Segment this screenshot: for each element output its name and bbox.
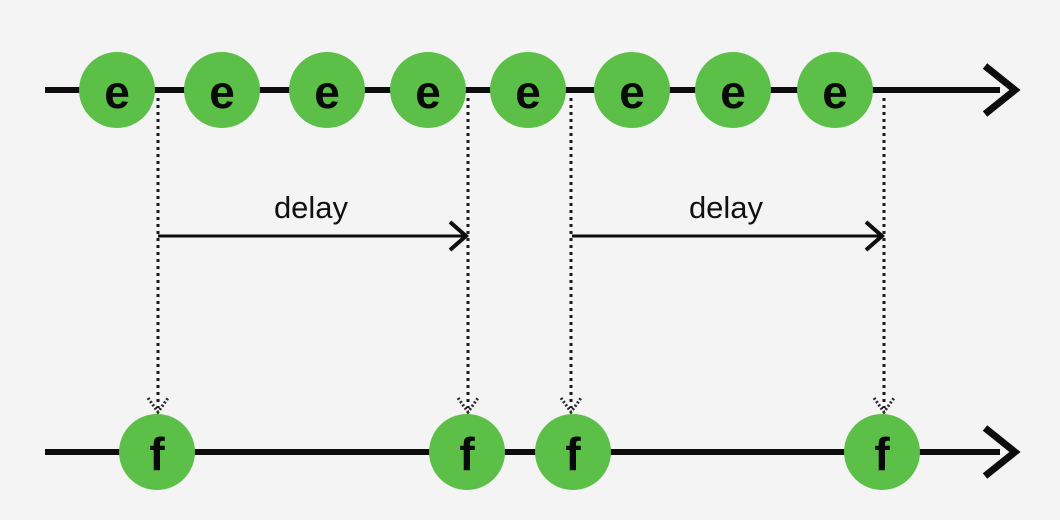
frame-node-label: f (565, 428, 581, 480)
event-node-circle[interactable] (490, 52, 566, 128)
event-node-circle[interactable] (390, 52, 466, 128)
delay-arrow-2-arrowhead (864, 220, 886, 252)
frame-axis-arrowhead (982, 425, 1021, 479)
event-node-circle[interactable] (184, 52, 260, 128)
drop-connector-4-arrowhead (872, 397, 896, 415)
event-node[interactable]: e (79, 52, 155, 128)
frame-node[interactable]: f (119, 414, 195, 490)
event-node[interactable]: e (184, 52, 260, 128)
event-node[interactable]: e (594, 52, 670, 128)
frame-nodes: f f f f (119, 414, 920, 490)
frame-node[interactable]: f (429, 414, 505, 490)
delay-arrow-2-group: delay (572, 190, 886, 252)
frame-node-circle[interactable] (429, 414, 505, 490)
event-node[interactable]: e (695, 52, 771, 128)
event-node-circle[interactable] (289, 52, 365, 128)
event-node-label: e (720, 66, 746, 118)
event-node[interactable]: e (797, 52, 873, 128)
drop-connector-3-arrowhead (559, 397, 583, 415)
delay-arrow-2-label: delay (689, 190, 764, 225)
event-node-label: e (415, 66, 441, 118)
event-node-label: e (822, 66, 848, 118)
event-node-label: e (515, 66, 541, 118)
event-node[interactable]: e (490, 52, 566, 128)
frame-node-circle[interactable] (844, 414, 920, 490)
drop-connectors (146, 98, 896, 415)
event-node-circle[interactable] (797, 52, 873, 128)
event-node[interactable]: e (289, 52, 365, 128)
event-node[interactable]: e (390, 52, 466, 128)
frame-node[interactable]: f (844, 414, 920, 490)
event-node-circle[interactable] (695, 52, 771, 128)
drop-connector-1-arrowhead (146, 397, 170, 415)
event-node-label: e (104, 66, 130, 118)
frame-node-label: f (149, 428, 165, 480)
event-node-label: e (314, 66, 340, 118)
event-node-label: e (209, 66, 235, 118)
drop-connector-2-arrowhead (456, 397, 480, 415)
frame-node-circle[interactable] (535, 414, 611, 490)
event-node-label: e (619, 66, 645, 118)
frame-node-circle[interactable] (119, 414, 195, 490)
frame-node-label: f (874, 428, 890, 480)
delay-arrow-1-group: delay (158, 190, 470, 252)
event-nodes: e e e e e e e (79, 52, 873, 128)
event-node-circle[interactable] (79, 52, 155, 128)
frame-node[interactable]: f (535, 414, 611, 490)
frame-stream-axis (45, 425, 1021, 479)
delay-arrow-1-label: delay (274, 190, 349, 225)
event-axis-arrowhead (982, 63, 1021, 117)
event-node-circle[interactable] (594, 52, 670, 128)
frame-node-label: f (459, 428, 475, 480)
delay-arrow-1-arrowhead (448, 220, 470, 252)
